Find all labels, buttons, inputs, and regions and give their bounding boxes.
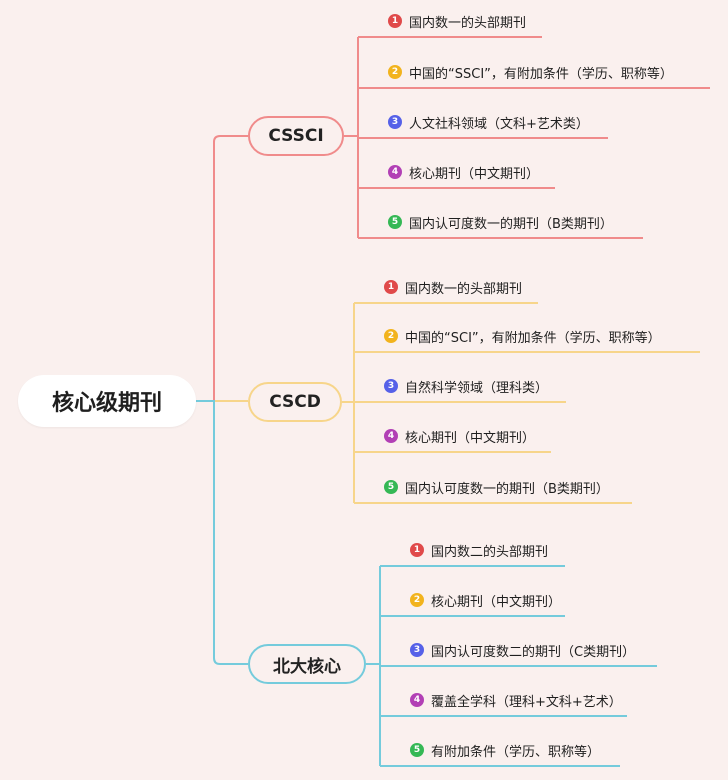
- leaf-item[interactable]: 1 国内数二的头部期刊: [410, 539, 548, 561]
- branch-node-0[interactable]: CSSCI: [248, 116, 344, 156]
- leaf-text: 人文社科领域（文科+艺术类）: [409, 116, 589, 132]
- leaf-item[interactable]: 5 国内认可度数一的期刊（B类期刊）: [388, 211, 613, 233]
- leaf-text: 核心期刊（中文期刊）: [405, 430, 536, 446]
- root-label: 核心级期刊: [51, 391, 162, 416]
- number-badge-icon: 3: [388, 115, 402, 129]
- number-badge-icon: 1: [388, 14, 402, 28]
- number-badge-icon: 2: [410, 593, 424, 607]
- leaf-item[interactable]: 5 有附加条件（学历、职称等）: [410, 739, 600, 761]
- branch-node-2[interactable]: 北大核心: [248, 644, 366, 684]
- leaf-text: 覆盖全学科（理科+文科+艺术）: [431, 694, 622, 710]
- branch-label: 北大核心: [273, 656, 341, 677]
- number-badge-icon: 4: [410, 693, 424, 707]
- leaf-text: 国内认可度数二的期刊（C类期刊）: [431, 644, 636, 660]
- leaf-item[interactable]: 3 国内认可度数二的期刊（C类期刊）: [410, 639, 635, 661]
- leaf-item[interactable]: 1 国内数一的头部期刊: [384, 276, 522, 298]
- leaf-item[interactable]: 3 人文社科领域（文科+艺术类）: [388, 111, 589, 133]
- branch-node-1[interactable]: CSCD: [248, 382, 342, 422]
- number-badge-icon: 2: [384, 329, 398, 343]
- number-badge-icon: 5: [388, 215, 402, 229]
- leaf-text: 有附加条件（学历、职称等）: [431, 744, 601, 760]
- leaf-text: 中国的“SSCI”，有附加条件（学历、职称等）: [409, 66, 673, 82]
- number-badge-icon: 1: [410, 543, 424, 557]
- leaf-item[interactable]: 4 核心期刊（中文期刊）: [384, 425, 535, 447]
- leaf-item[interactable]: 4 覆盖全学科（理科+文科+艺术）: [410, 689, 622, 711]
- number-badge-icon: 5: [384, 480, 398, 494]
- leaf-text: 国内数二的头部期刊: [431, 544, 549, 560]
- number-badge-icon: 1: [384, 280, 398, 294]
- leaf-item[interactable]: 2 中国的“SCI”，有附加条件（学历、职称等）: [384, 325, 661, 347]
- connector-root-2: [196, 400, 248, 665]
- leaf-text: 国内认可度数一的期刊（B类期刊）: [405, 481, 609, 497]
- leaf-text: 核心期刊（中文期刊）: [431, 594, 562, 610]
- leaf-item[interactable]: 2 中国的“SSCI”，有附加条件（学历、职称等）: [388, 61, 673, 83]
- leaf-text: 中国的“SCI”，有附加条件（学历、职称等）: [405, 330, 661, 346]
- number-badge-icon: 4: [388, 165, 402, 179]
- leaf-item[interactable]: 3 自然科学领域（理科类）: [384, 375, 548, 397]
- number-badge-icon: 3: [410, 643, 424, 657]
- leaf-text: 国内数一的头部期刊: [405, 281, 523, 297]
- leaf-item[interactable]: 5 国内认可度数一的期刊（B类期刊）: [384, 476, 609, 498]
- branch-label: CSCD: [269, 392, 321, 412]
- number-badge-icon: 3: [384, 379, 398, 393]
- leaf-text: 国内数一的头部期刊: [409, 15, 527, 31]
- branch-label: CSSCI: [268, 126, 324, 146]
- leaf-text: 国内认可度数一的期刊（B类期刊）: [409, 216, 613, 232]
- number-badge-icon: 2: [388, 65, 402, 79]
- connector-root-0: [196, 135, 248, 402]
- leaf-item[interactable]: 1 国内数一的头部期刊: [388, 10, 526, 32]
- leaf-item[interactable]: 4 核心期刊（中文期刊）: [388, 161, 539, 183]
- leaf-item[interactable]: 2 核心期刊（中文期刊）: [410, 589, 561, 611]
- root-node[interactable]: 核心级期刊: [18, 375, 196, 427]
- number-badge-icon: 4: [384, 429, 398, 443]
- leaf-text: 自然科学领域（理科类）: [405, 380, 549, 396]
- number-badge-icon: 5: [410, 743, 424, 757]
- leaf-text: 核心期刊（中文期刊）: [409, 166, 540, 182]
